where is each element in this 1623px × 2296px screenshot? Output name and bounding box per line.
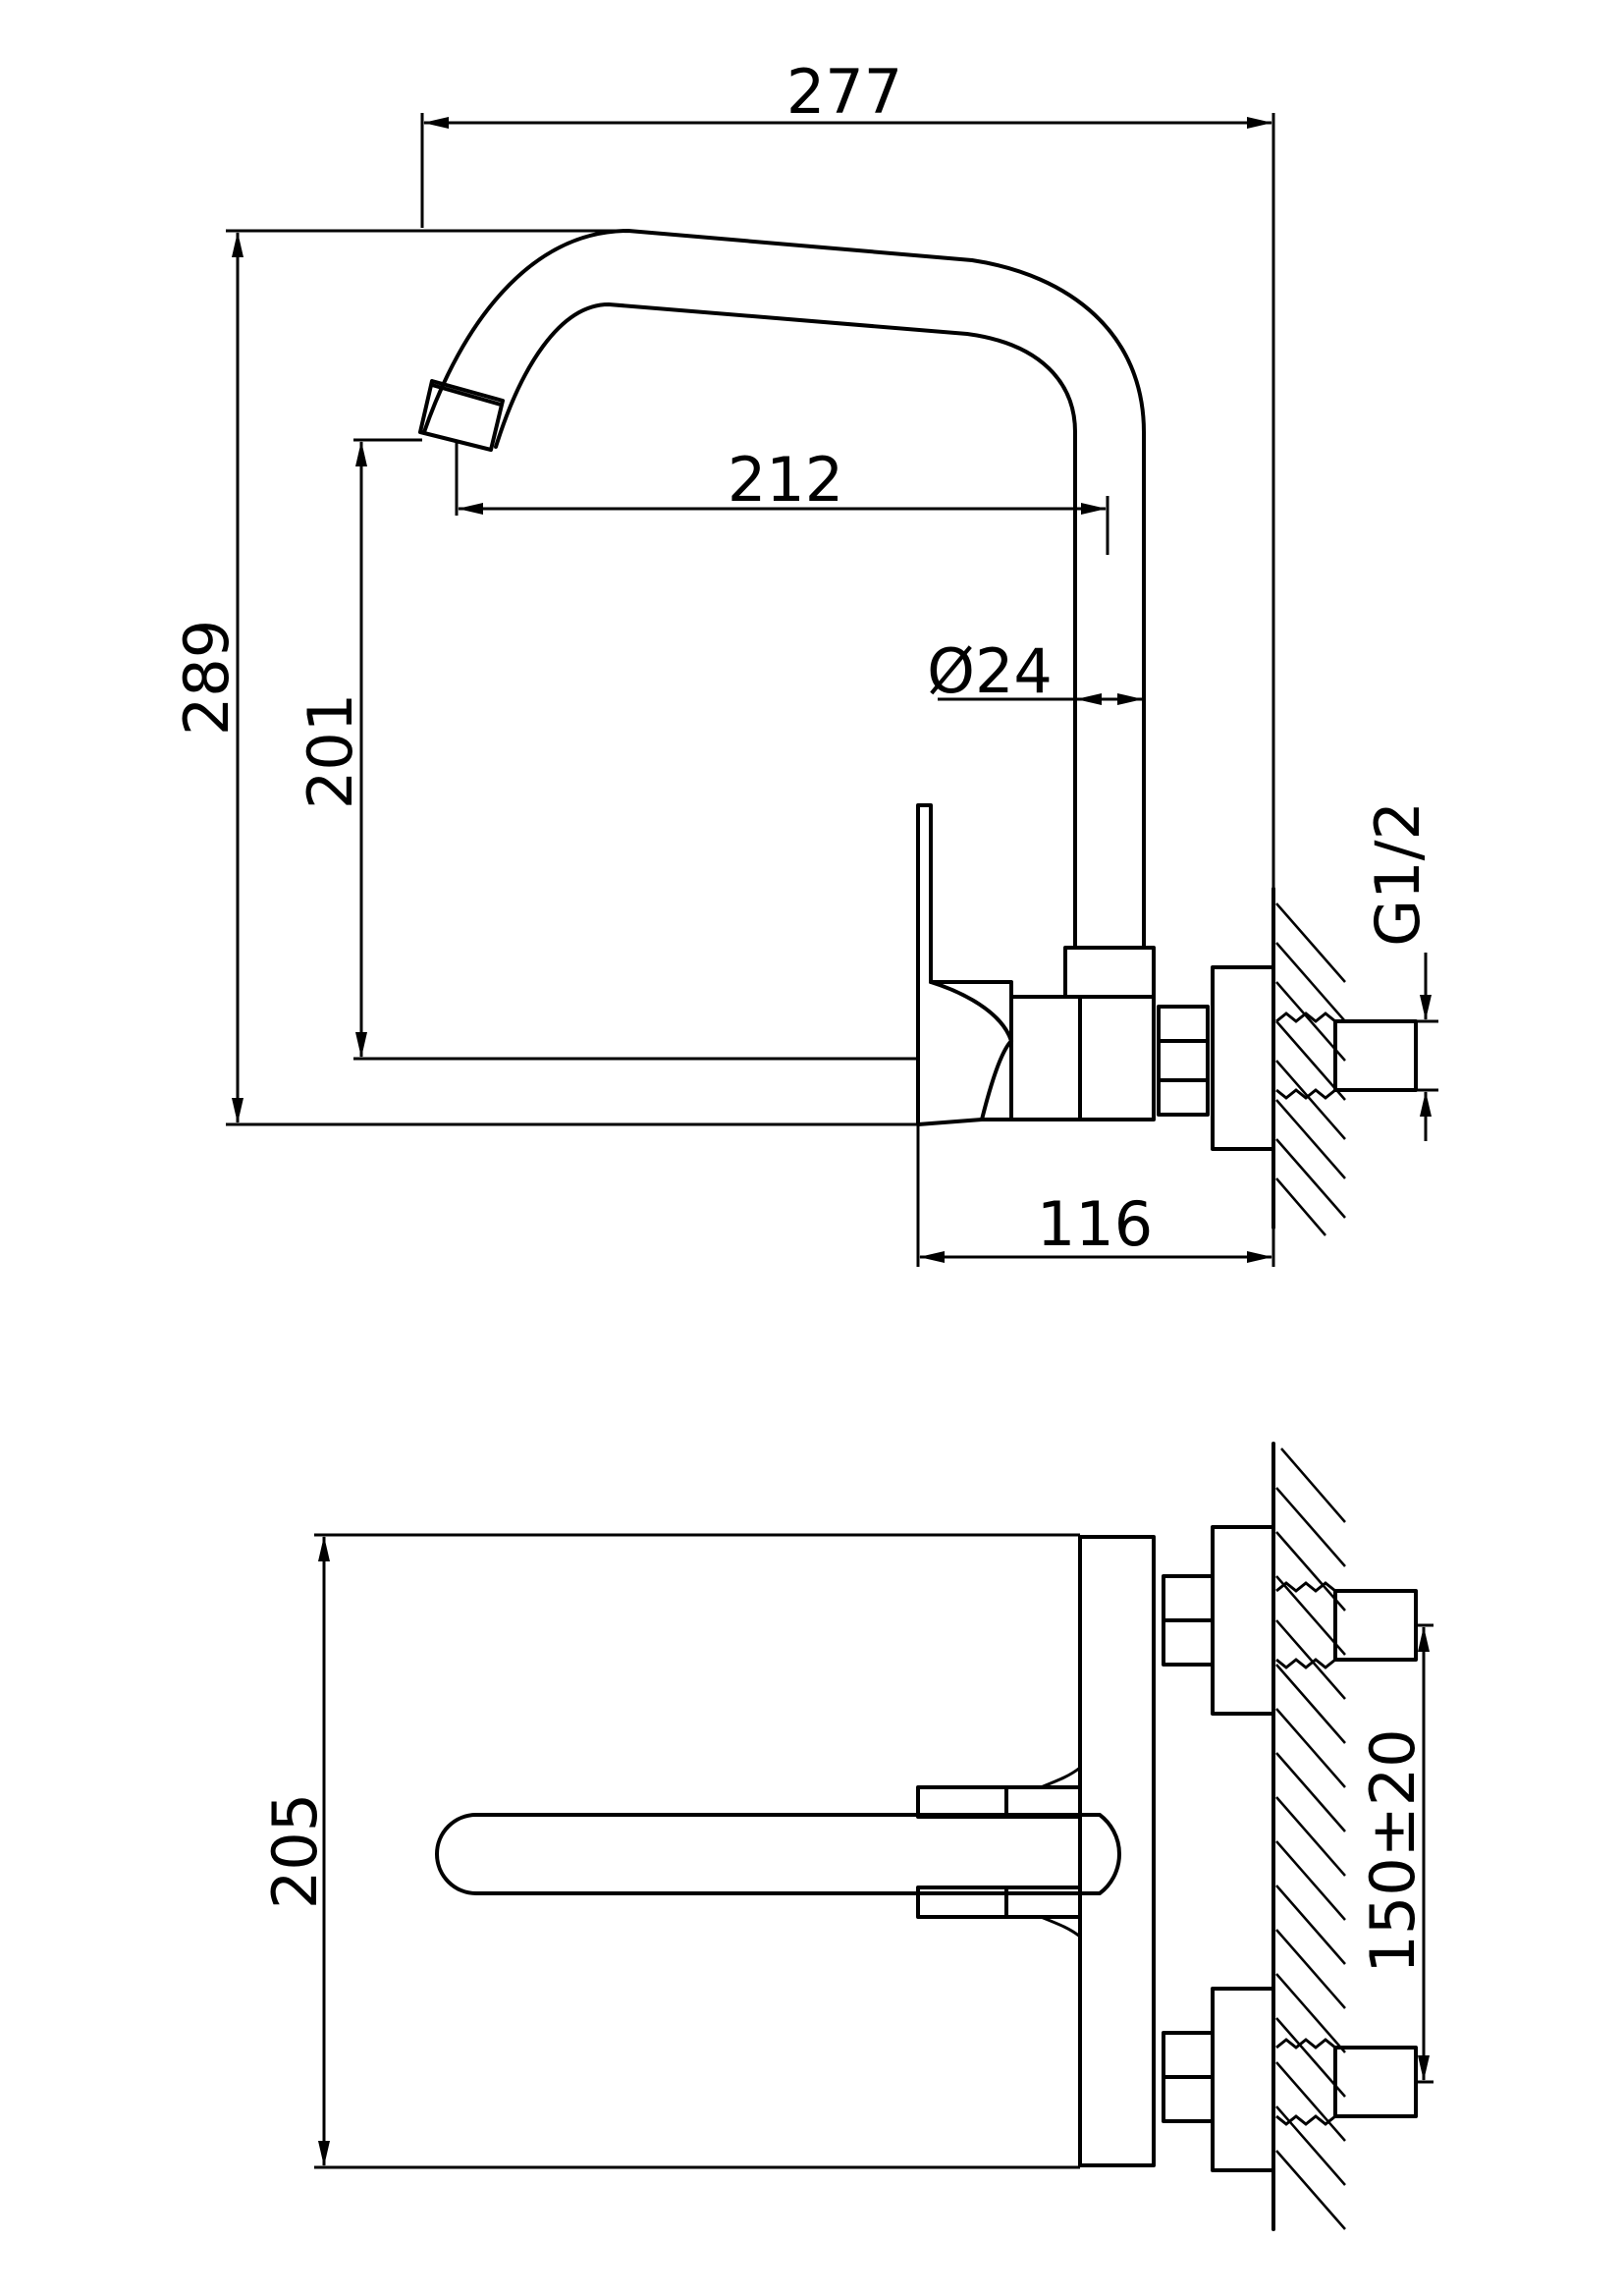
connector-nut: [1157, 1005, 1210, 1117]
lever-curve: [929, 980, 1013, 1121]
aerator: [418, 379, 505, 452]
upper-flange: [1211, 1525, 1275, 1716]
thread-size-label: G1/2: [1362, 801, 1434, 947]
overall-width-label: 277: [786, 56, 902, 128]
spout-top: [435, 1813, 1121, 1895]
cartridge-upper: [916, 1785, 1082, 1819]
wall-flange: [1211, 965, 1275, 1151]
spout-inner-edge: [494, 302, 1077, 950]
pipe-diameter-label: Ø24: [927, 635, 1053, 707]
cartridge-lower: [916, 1886, 1082, 1919]
lower-flange: [1211, 1987, 1275, 2172]
swivel-collar: [1063, 946, 1156, 999]
top-width-label: 205: [259, 1793, 331, 1909]
upper-inlet: [1275, 1581, 1418, 1669]
inlet-spacing-label: 150±20: [1357, 1728, 1429, 1973]
mixer-body-top: [1078, 1535, 1156, 2167]
spout-reach-label: 212: [728, 444, 843, 516]
lower-inlet: [1275, 2038, 1418, 2126]
mixer-body: [1009, 995, 1156, 1121]
spout-height-label: 201: [295, 693, 366, 809]
wall-hatching: [1275, 902, 1346, 1236]
body-depth-label: 116: [1037, 1188, 1153, 1260]
side-view: 277 289 212 201 Ø24 G1/2 116: [171, 56, 1438, 1267]
spout-outer-edge: [422, 229, 1146, 950]
lever-handle: [916, 803, 1013, 1126]
overall-height-label: 289: [171, 620, 243, 736]
threaded-inlet: [1275, 1011, 1418, 1100]
aerator-line: [430, 383, 503, 407]
top-view: 205 150±20: [259, 1442, 1434, 2231]
